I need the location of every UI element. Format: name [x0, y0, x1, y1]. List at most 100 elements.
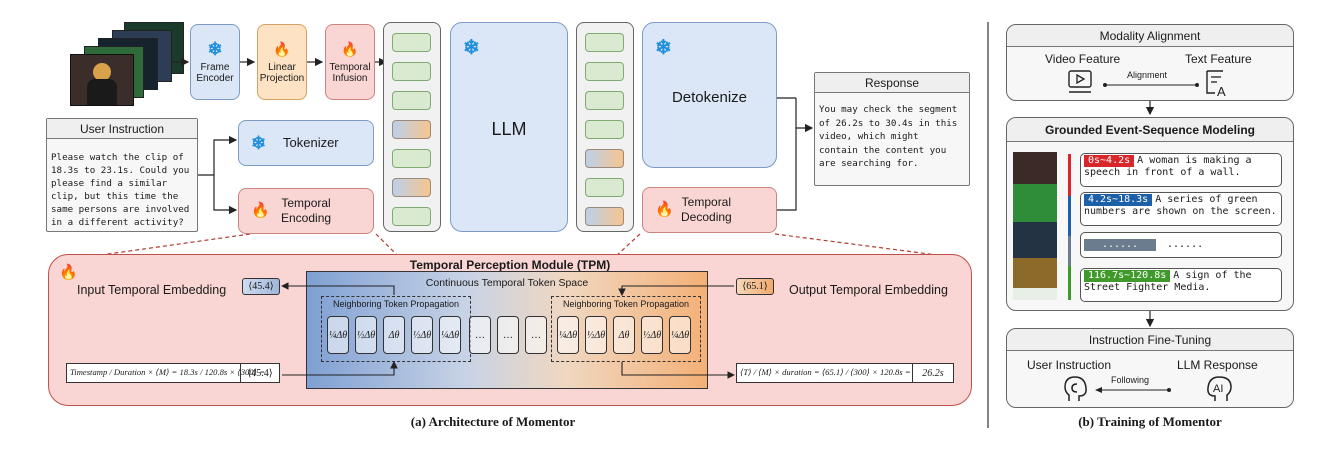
delta-cell: ¼Δθ	[557, 316, 579, 354]
caption-architecture: (a) Architecture of Momentor	[410, 414, 576, 429]
instruction-ft-title: Instruction Fine-Tuning	[1007, 329, 1293, 351]
temporal-decoding-box: 🔥 Temporal Decoding	[642, 187, 777, 233]
event-text: A woman is making a speech in front of a…	[1084, 155, 1252, 178]
event-row: ............	[1080, 232, 1282, 258]
delta-cell: ½Δθ	[585, 316, 607, 354]
neighborhood-right: Neighboring Token Propagation	[551, 296, 701, 362]
instruction-ft-box: Instruction Fine-Tuning User Instruction…	[1006, 328, 1294, 408]
formula-left: Timestamp / Duration × ⟨M⟩ = 18.3s / 120…	[66, 363, 280, 383]
event-time: ......	[1084, 239, 1156, 251]
delta-cell: Δθ	[613, 316, 635, 354]
fire-icon: 🔥	[59, 264, 78, 281]
user-instruction-box: User Instruction Please watch the clip o…	[46, 118, 198, 232]
modality-alignment-box: Modality Alignment Video Feature Text Fe…	[1006, 24, 1294, 101]
svg-text:AI: AI	[1213, 383, 1223, 395]
event-time: 4.2s~18.3s	[1084, 194, 1153, 206]
segment-bar-green	[1068, 266, 1071, 300]
llm-box: ❄ LLM	[450, 22, 568, 232]
event-text: A sign of the Street Fighter Media.	[1084, 270, 1252, 293]
detokenize-label: Detokenize	[671, 89, 748, 106]
llm-response-label: LLM Response	[1177, 358, 1258, 372]
fire-icon: 🔥	[251, 202, 270, 219]
linear-projection-label: Linear Projection	[259, 61, 305, 84]
input-token-badge: ⟨45.4⟩	[242, 278, 280, 295]
snowflake-icon: ❄	[207, 39, 223, 59]
temporal-infusion-label: Temporal Infusion	[329, 61, 371, 84]
user-instruction-text: Please watch the clip of 18.3s to 23.1s.…	[51, 152, 190, 228]
delta-cell: ½Δθ	[355, 316, 377, 354]
formula-left-result: ⟨45.4⟩	[240, 364, 279, 382]
formula-right-result: 26.2s	[912, 364, 953, 382]
fire-icon: 🔥	[273, 40, 291, 57]
video-play-icon	[1068, 70, 1092, 93]
user-head-icon	[1064, 376, 1087, 401]
frame-encoder-box: ❄ Frame Encoder	[190, 24, 240, 100]
output-token-badge: ⟨65.1⟩	[736, 278, 774, 295]
video-thumbnail-strip	[1013, 152, 1057, 300]
following-label: Following	[1111, 375, 1150, 385]
formula-left-text: Timestamp / Duration × ⟨M⟩ = 18.3s / 120…	[70, 367, 265, 377]
frame-encoder-label: Frame Encoder	[196, 62, 234, 84]
input-embedding-label: Input Temporal Embedding	[77, 283, 227, 297]
gesm-title: Grounded Event-Sequence Modeling	[1007, 118, 1293, 142]
segment-bar-red	[1068, 154, 1071, 196]
tpm-title: Temporal Perception Module (TPM)	[409, 258, 611, 272]
caption-training: (b) Training of Momentor	[1078, 414, 1222, 429]
neighboring-right-label: Neighboring Token Propagation	[563, 299, 689, 309]
event-time: 116.7s~120.8s	[1084, 270, 1171, 282]
ai-head-icon: AI	[1207, 376, 1232, 401]
response-text: You may check the segment of 26.2s to 30…	[819, 104, 958, 169]
linear-projection-box: 🔥 Linear Projection	[257, 24, 307, 100]
user-instruction-title: User Instruction	[47, 119, 197, 139]
output-embedding-label: Output Temporal Embedding	[789, 283, 948, 297]
text-document-icon: A	[1206, 70, 1226, 97]
alignment-arrow	[1103, 83, 1199, 87]
snowflake-icon: ❄	[251, 133, 267, 153]
response-title: Response	[815, 73, 969, 93]
output-token-column	[576, 22, 634, 232]
delta-cell: ½Δθ	[411, 316, 433, 354]
ellipsis-cell: …	[497, 316, 519, 354]
delta-cell: ¼Δθ	[669, 316, 691, 354]
delta-cell: ½Δθ	[641, 316, 663, 354]
event-text: ......	[1167, 239, 1204, 250]
continuous-token-space: Continuous Temporal Token Space Neighbor…	[306, 271, 708, 389]
delta-cell: ¼Δθ	[327, 316, 349, 354]
tokenizer-label: Tokenizer	[283, 135, 339, 150]
snowflake-icon: ❄	[655, 37, 672, 59]
modality-alignment-title: Modality Alignment	[1007, 25, 1293, 47]
svg-text:A: A	[1217, 84, 1226, 97]
temporal-encoding-label: Temporal Encoding	[281, 196, 332, 225]
temporal-decoding-label: Temporal Decoding	[681, 195, 732, 224]
following-arrow	[1095, 387, 1171, 393]
event-text: A series of green numbers are shown on t…	[1084, 194, 1277, 217]
video-frames	[68, 22, 186, 106]
response-box: Response You may check the segment of 26…	[814, 72, 970, 186]
ellipsis-cell: …	[469, 316, 491, 354]
alignment-label: Alignment	[1127, 70, 1168, 80]
fire-icon: 🔥	[341, 40, 359, 57]
user-instruction-label: User Instruction	[1027, 358, 1112, 372]
temporal-infusion-box: 🔥 Temporal Infusion	[325, 24, 375, 100]
delta-cell: Δθ	[383, 316, 405, 354]
input-token-column	[383, 22, 441, 232]
ellipsis-cell: …	[525, 316, 547, 354]
formula-right: ⟨T⟩ / ⟨M⟩ × duration = ⟨65.1⟩ / ⟨300⟩ × …	[736, 363, 954, 383]
temporal-encoding-box: 🔥 Temporal Encoding	[238, 188, 374, 234]
llm-label: LLM	[491, 119, 527, 139]
segment-bar-blue	[1068, 196, 1071, 236]
detokenize-box: ❄ Detokenize	[642, 22, 777, 168]
segment-bar-grey	[1068, 236, 1071, 266]
video-feature-label: Video Feature	[1045, 52, 1121, 66]
fire-icon: 🔥	[655, 201, 674, 218]
neighboring-left-label: Neighboring Token Propagation	[333, 299, 459, 309]
formula-right-text: ⟨T⟩ / ⟨M⟩ × duration = ⟨65.1⟩ / ⟨300⟩ × …	[740, 367, 911, 377]
text-feature-label: Text Feature	[1185, 52, 1252, 66]
delta-cell: ¼Δθ	[439, 316, 461, 354]
snowflake-icon: ❄	[463, 37, 480, 59]
event-time: 0s~4.2s	[1084, 155, 1135, 167]
continuous-space-label: Continuous Temporal Token Space	[425, 277, 589, 289]
